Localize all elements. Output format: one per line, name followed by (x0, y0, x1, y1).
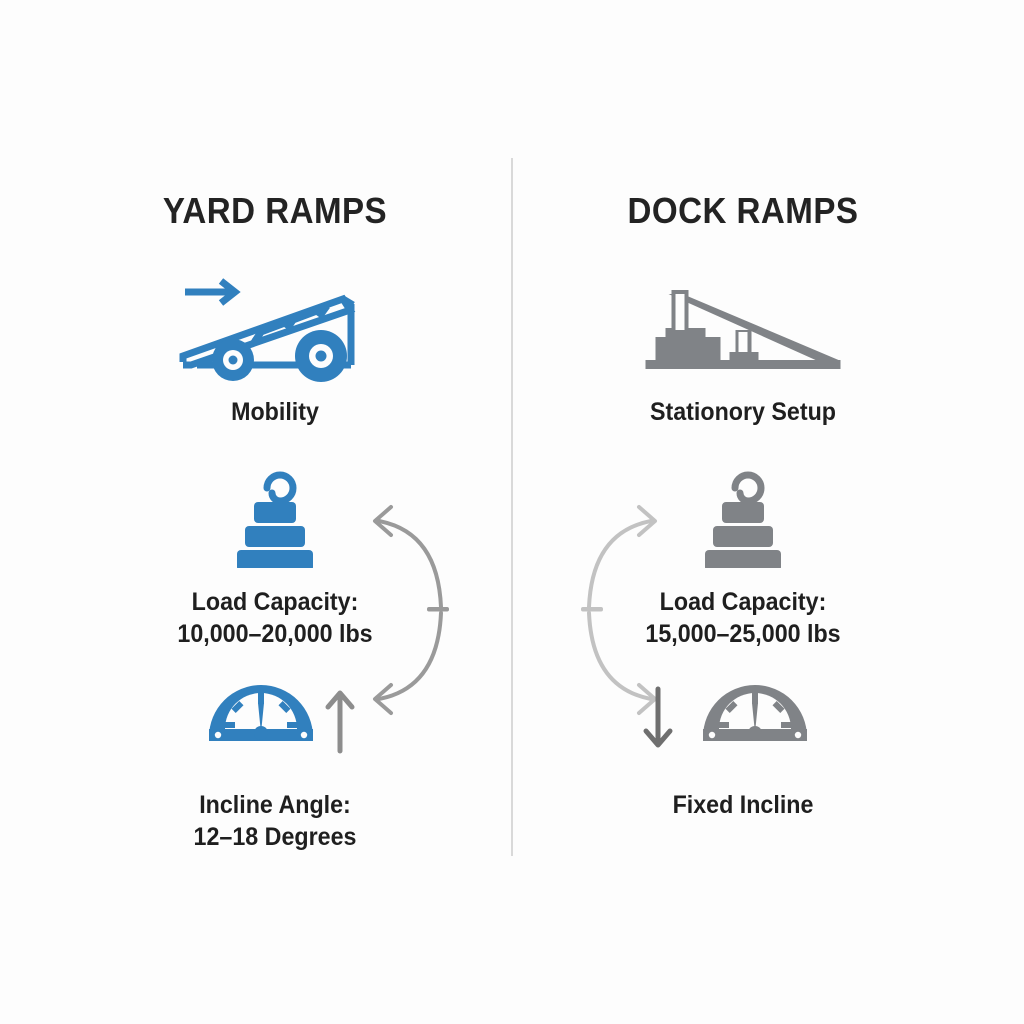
row-mobility: Mobility (60, 272, 490, 428)
load-capacity-title: Load Capacity: (659, 588, 827, 616)
incline-gauge-icon (209, 685, 313, 741)
row-stationary-setup: Stationory Setup (528, 272, 958, 428)
column-dock-ramps: DOCK RAMPS (528, 0, 958, 1024)
row-label-stationary-setup: Stationory Setup (649, 398, 836, 426)
incline-angle-title: Incline Angle: (199, 791, 351, 819)
weight-stack-icon-wrap (60, 458, 490, 568)
load-capacity-value: 15,000–25,000 lbs (645, 620, 841, 648)
row-label-incline-angle: Incline Angle: 12–18 Degrees (75, 789, 475, 853)
column-title-dock-ramps: DOCK RAMPS (627, 190, 859, 231)
weight-stack-icon (705, 471, 781, 568)
vertical-divider (511, 158, 513, 856)
wheel-front (212, 339, 254, 381)
row-label-fixed-incline: Fixed Incline (672, 791, 814, 819)
fixed-dock-ramp-icon-wrap (528, 272, 958, 382)
up-arrow-icon (325, 690, 355, 754)
fixed-dock-ramp-icon (645, 290, 841, 369)
row-load-capacity: Load Capacity: 10,000–20,000 lbs (60, 458, 490, 650)
column-yard-ramps: YARD RAMPS (60, 0, 490, 1024)
incline-gauge-icon-wrap (528, 665, 958, 775)
weight-stack-icon-wrap (528, 458, 958, 568)
row-label-load-capacity: Load Capacity: 10,000–20,000 lbs (75, 586, 475, 650)
row-load-capacity: Load Capacity: 15,000–25,000 lbs (528, 458, 958, 650)
row-label-mobility: Mobility (231, 398, 319, 426)
row-fixed-incline: Fixed Incline (528, 665, 958, 821)
weight-stack-icon (237, 471, 313, 568)
row-label-load-capacity: Load Capacity: 15,000–25,000 lbs (543, 586, 943, 650)
column-title-yard-ramps: YARD RAMPS (162, 190, 388, 231)
load-capacity-value: 10,000–20,000 lbs (177, 620, 373, 648)
down-arrow-icon (643, 686, 673, 748)
incline-gauge-icon-wrap (60, 665, 490, 775)
incline-angle-value: 12–18 Degrees (193, 823, 357, 851)
wheel-rear (295, 330, 347, 382)
incline-gauge-icon (703, 685, 807, 741)
mobile-yard-ramp-icon-wrap (60, 272, 490, 382)
load-capacity-title: Load Capacity: (191, 588, 359, 616)
row-incline-angle: Incline Angle: 12–18 Degrees (60, 665, 490, 853)
mobile-yard-ramp-icon (179, 278, 356, 382)
